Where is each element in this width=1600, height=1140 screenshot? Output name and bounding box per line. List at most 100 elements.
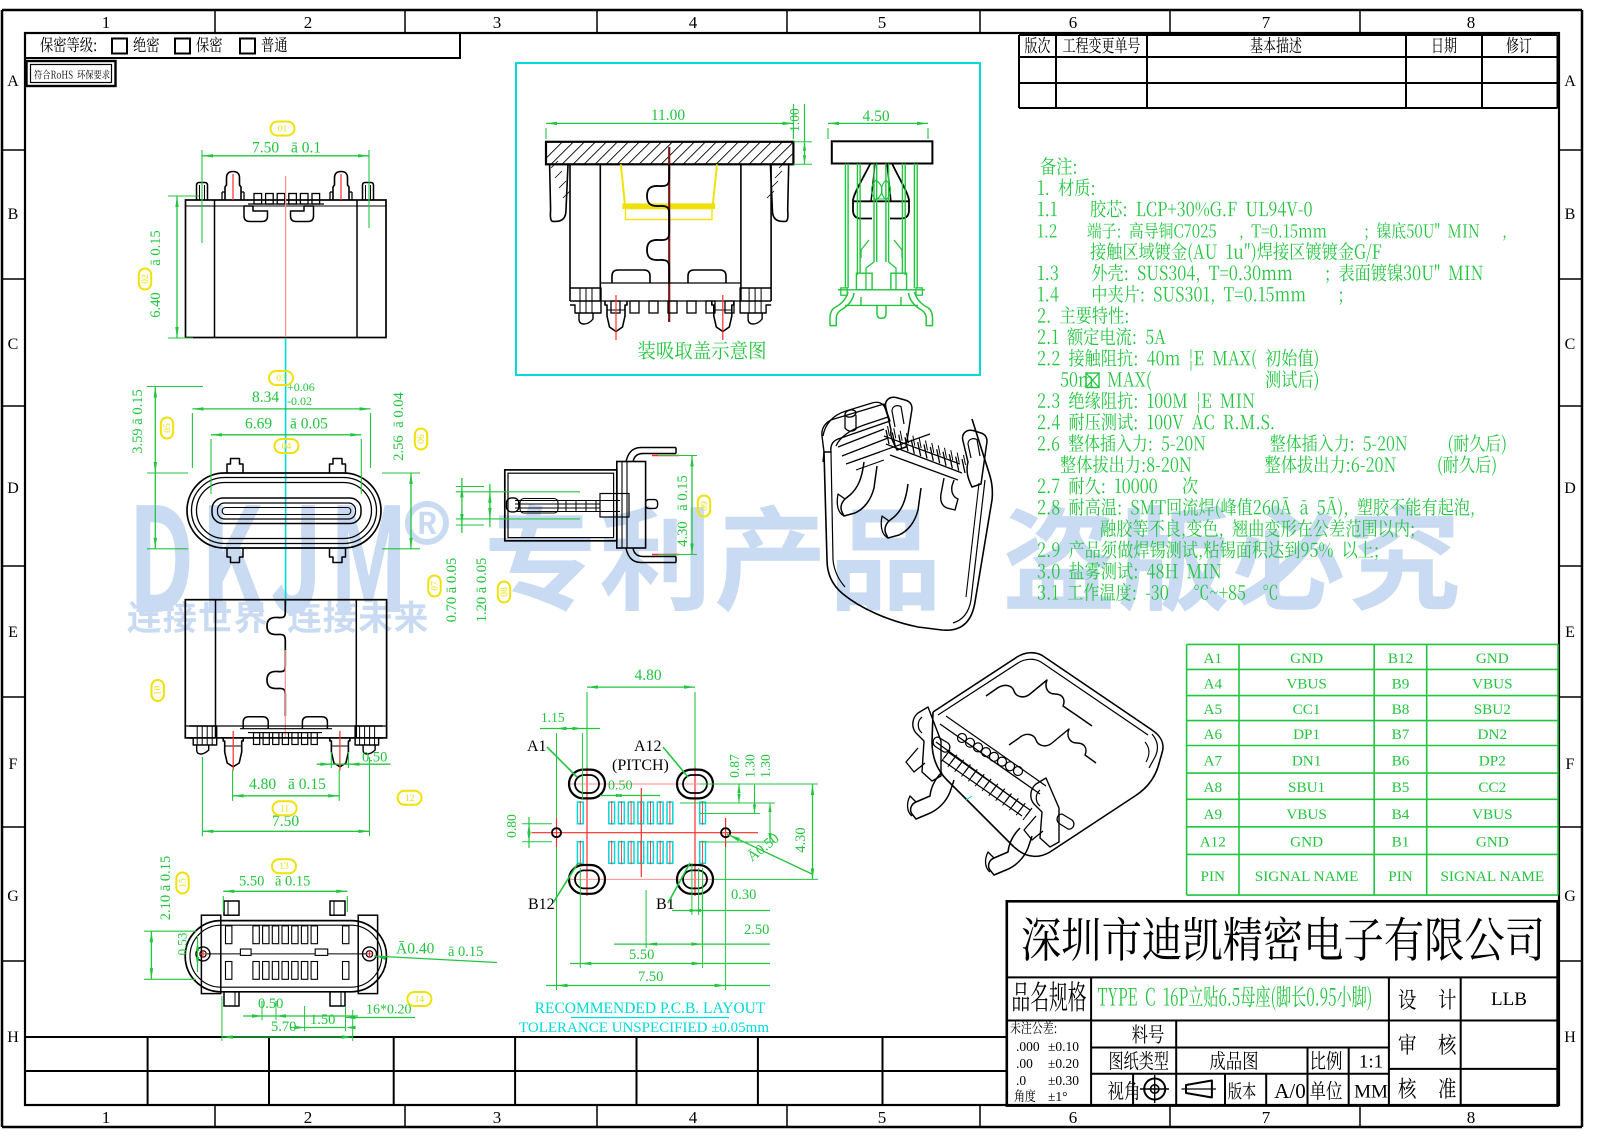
svg-text:CC2: CC2	[1478, 779, 1506, 796]
svg-text:8: 8	[1467, 1108, 1476, 1127]
svg-text:A7: A7	[1204, 752, 1223, 769]
svg-text:B7: B7	[1392, 726, 1410, 743]
svg-text:7: 7	[1262, 13, 1271, 32]
svg-text:12: 12	[405, 794, 415, 804]
svg-text:07: 07	[431, 581, 441, 591]
svg-text:1.20 ā 0.05: 1.20 ā 0.05	[474, 558, 490, 622]
svg-text:A12: A12	[634, 738, 662, 755]
svg-text:DP2: DP2	[1479, 752, 1506, 769]
svg-text:(PITCH): (PITCH)	[612, 757, 669, 774]
svg-text:A1: A1	[1204, 650, 1223, 667]
svg-text:LLB: LLB	[1491, 989, 1527, 1010]
svg-text:A: A	[7, 73, 19, 90]
svg-text:+0.06: +0.06	[287, 380, 315, 394]
svg-text:3: 3	[493, 1108, 502, 1127]
svg-text:06: 06	[417, 434, 427, 444]
svg-text:1.50: 1.50	[310, 1012, 335, 1028]
svg-text:C: C	[8, 336, 19, 353]
svg-text:1.15: 1.15	[541, 710, 565, 725]
svg-text:6: 6	[1069, 1108, 1078, 1127]
svg-text:B: B	[8, 206, 19, 223]
svg-text:PIN: PIN	[1388, 868, 1413, 885]
svg-text:H: H	[7, 1029, 19, 1046]
svg-text:2.56: 2.56	[391, 435, 407, 460]
svg-text:7.50: 7.50	[252, 140, 279, 157]
svg-text:02: 02	[141, 274, 151, 284]
svg-text:1: 1	[102, 13, 111, 32]
svg-text:B5: B5	[1392, 779, 1410, 796]
svg-text:A12: A12	[1200, 834, 1226, 851]
svg-text:5: 5	[878, 1108, 887, 1127]
svg-text:0.50: 0.50	[258, 996, 283, 1012]
svg-text:ā 0.15: ā 0.15	[275, 874, 310, 890]
svg-text:VBUS: VBUS	[1286, 806, 1327, 823]
svg-text:DN1: DN1	[1292, 752, 1322, 769]
svg-text:.000: .000	[1016, 1039, 1040, 1054]
svg-text:B12: B12	[1388, 650, 1413, 667]
svg-text:6.40: 6.40	[148, 292, 164, 317]
svg-text:1.30: 1.30	[758, 754, 773, 778]
svg-text:7.50: 7.50	[272, 813, 299, 830]
svg-text:.00: .00	[1016, 1056, 1033, 1071]
svg-text:0.70 ā 0.05: 0.70 ā 0.05	[444, 558, 460, 622]
svg-text:PIN: PIN	[1201, 868, 1226, 885]
svg-text:5: 5	[878, 13, 887, 32]
svg-text:D: D	[7, 480, 19, 497]
svg-text:4: 4	[689, 13, 698, 32]
svg-text:VBUS: VBUS	[1472, 676, 1513, 693]
svg-text:0.80: 0.80	[504, 814, 519, 838]
svg-text:E: E	[8, 624, 18, 641]
svg-text:08: 08	[500, 587, 510, 597]
svg-text:04: 04	[282, 442, 292, 452]
svg-text:15: 15	[179, 878, 189, 888]
svg-text:SIGNAL NAME: SIGNAL NAME	[1440, 868, 1544, 885]
svg-text:A1: A1	[527, 738, 547, 755]
svg-text:.0: .0	[1016, 1073, 1026, 1088]
svg-text:5.50: 5.50	[629, 947, 654, 963]
svg-text:0.50: 0.50	[608, 779, 633, 794]
svg-text:1:1: 1:1	[1359, 1052, 1383, 1073]
svg-text:1.00: 1.00	[787, 108, 802, 132]
svg-text:1.30: 1.30	[743, 754, 758, 778]
svg-text:3.59: 3.59	[130, 428, 146, 453]
svg-text:4.50: 4.50	[862, 108, 889, 125]
svg-text:G: G	[1564, 888, 1576, 905]
svg-text:VBUS: VBUS	[1286, 676, 1327, 693]
svg-text:03: 03	[276, 374, 286, 384]
svg-text:1: 1	[102, 1108, 111, 1127]
svg-text:5.70: 5.70	[271, 1019, 296, 1035]
svg-text:ā 0.04: ā 0.04	[391, 392, 407, 428]
svg-text:-0.02: -0.02	[287, 394, 312, 408]
svg-text:0.50: 0.50	[362, 750, 387, 766]
svg-text:A4: A4	[1204, 676, 1223, 693]
svg-text:4.30: 4.30	[675, 521, 691, 546]
svg-text:4.30: 4.30	[793, 827, 809, 852]
svg-text:A9: A9	[1204, 806, 1223, 823]
svg-text:C: C	[1565, 336, 1576, 353]
svg-text:B8: B8	[1392, 701, 1410, 718]
svg-text:4.80: 4.80	[634, 667, 661, 684]
svg-text:A6: A6	[1204, 726, 1223, 743]
svg-text:B1: B1	[656, 896, 675, 913]
svg-text:5.50: 5.50	[239, 874, 264, 890]
svg-text:B4: B4	[1392, 806, 1410, 823]
svg-text:09: 09	[700, 501, 710, 511]
svg-text:A8: A8	[1204, 779, 1223, 796]
svg-text:B9: B9	[1392, 676, 1410, 693]
svg-text:B6: B6	[1392, 752, 1410, 769]
svg-text:B: B	[1565, 206, 1576, 223]
svg-text:RECOMMENDED P.C.B. LAYOUT: RECOMMENDED P.C.B. LAYOUT	[535, 1000, 766, 1017]
svg-text:0.53: 0.53	[175, 933, 190, 956]
svg-text:D: D	[1564, 480, 1576, 497]
svg-text:ā 0.15: ā 0.15	[148, 230, 164, 265]
svg-text:4: 4	[689, 1108, 698, 1127]
svg-text:11.00: 11.00	[651, 107, 686, 124]
svg-text:8.34: 8.34	[252, 389, 279, 406]
svg-text:DN2: DN2	[1478, 726, 1508, 743]
svg-text:05: 05	[163, 423, 173, 433]
svg-text:2: 2	[304, 1108, 313, 1127]
svg-text:2: 2	[304, 13, 313, 32]
svg-text:GND: GND	[1290, 650, 1323, 667]
svg-text:16*0.20: 16*0.20	[366, 1003, 412, 1018]
svg-text:2.10 ā 0.15: 2.10 ā 0.15	[158, 856, 174, 920]
